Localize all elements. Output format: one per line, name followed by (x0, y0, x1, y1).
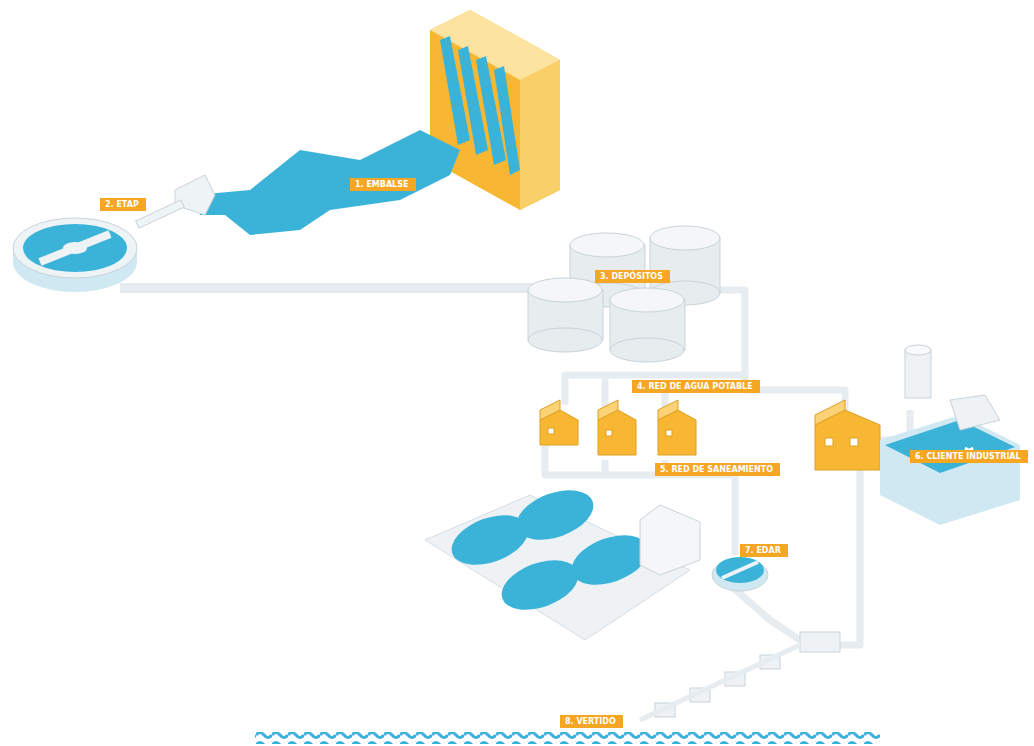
orange-label-tag: 7. EDAR (740, 544, 788, 557)
orange-label-tag: 1. EMBALSE (350, 178, 416, 191)
label-text: 3. DEPÓSITOS (600, 272, 663, 281)
orange-label-tag: 2. ETAP (100, 198, 146, 211)
label-text: 5. RED DE SANEAMIENTO (660, 465, 773, 474)
orange-label-tag: 3. DEPÓSITOS (595, 270, 670, 283)
orange-label-tag: 5. RED DE SANEAMIENTO (655, 463, 780, 476)
label-text: 1. EMBALSE (355, 180, 408, 189)
label-text: 6. CLIENTE INDUSTRIAL (915, 452, 1021, 461)
orange-label-tag: 8. VERTIDO (560, 715, 623, 728)
label-text: 4. RED DE AGUA POTABLE (637, 382, 753, 391)
orange-label-tag: 4. RED DE AGUA POTABLE (632, 380, 760, 393)
label-text: 2. ETAP (105, 200, 139, 209)
label-text: 7. EDAR (745, 546, 781, 555)
label-text: 8. VERTIDO (565, 717, 616, 726)
orange-label-tag: 6. CLIENTE INDUSTRIAL (910, 450, 1028, 463)
